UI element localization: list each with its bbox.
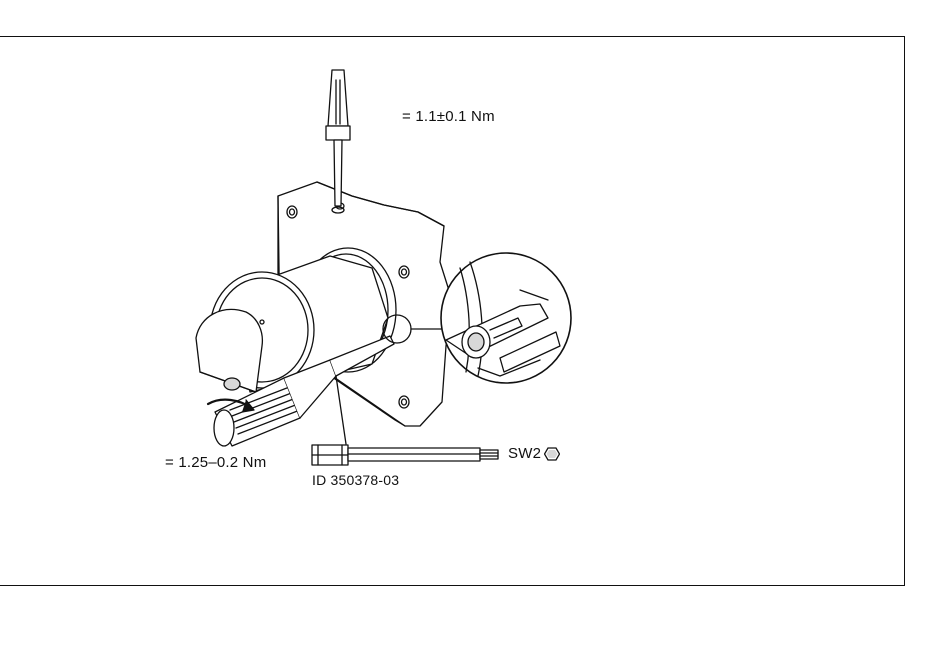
bit-size-label: SW2 [508,445,541,462]
hex-icon [544,446,560,462]
bit-id-label: ID 350378-03 [312,472,399,488]
torque-wrench-label: = 1.25–0.2 Nm [165,454,266,471]
torque-screwdriver-label: = 1.1±0.1 Nm [402,108,495,125]
hex-bit [312,445,498,465]
